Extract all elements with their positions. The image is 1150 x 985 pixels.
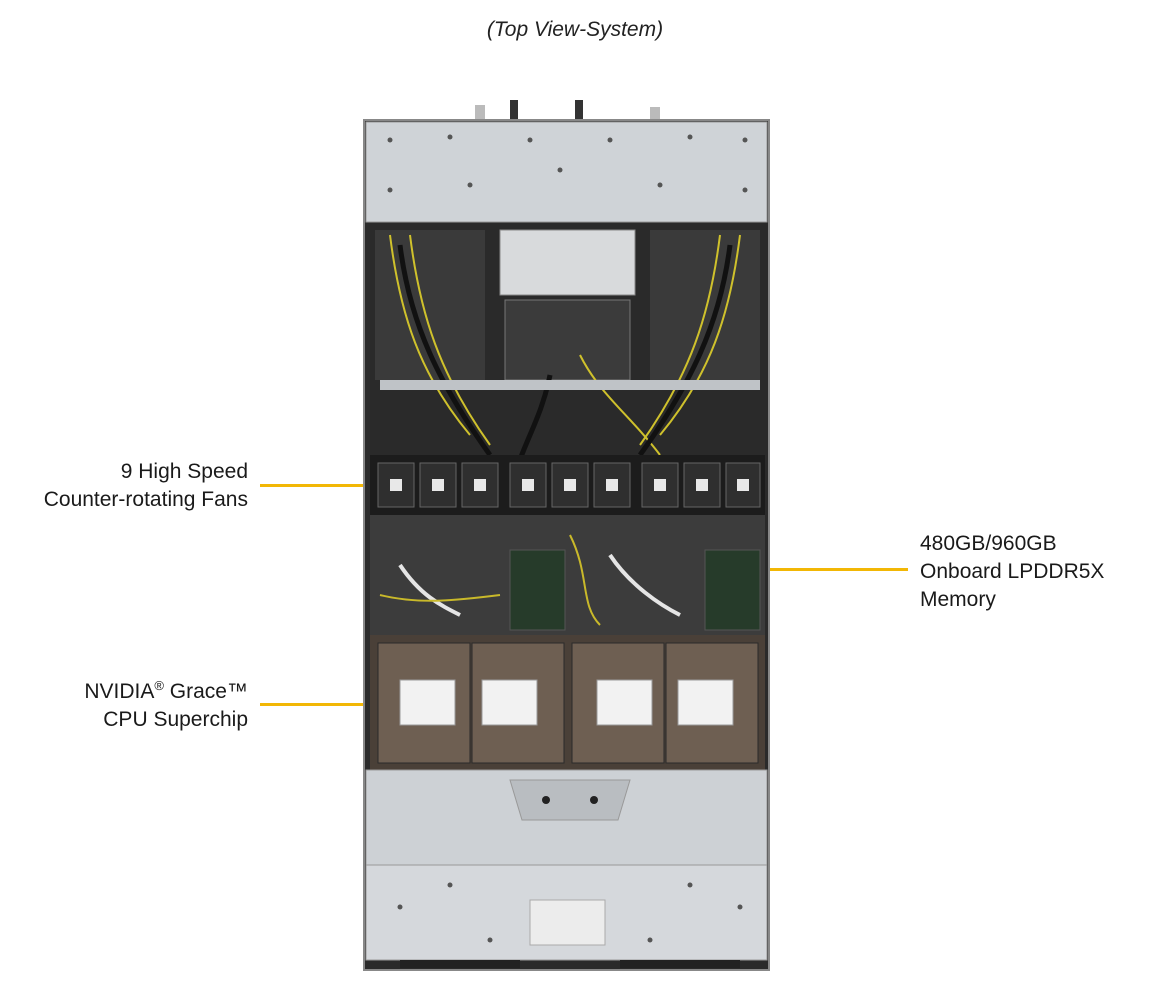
heatsink-stickers — [399, 679, 734, 726]
memory-module-right — [704, 549, 761, 631]
power-supply-modules — [499, 229, 636, 296]
rear-tab-left — [475, 105, 485, 125]
front-screws — [397, 882, 743, 943]
front-cover-latch — [509, 779, 631, 821]
front-port-right — [620, 960, 740, 968]
fans-label-line2: Counter-rotating Fans — [43, 488, 248, 511]
fan — [461, 462, 499, 508]
white-cables — [398, 553, 681, 617]
memory-label-line1: 480GB/960GB — [920, 532, 1057, 555]
cpu-leader-line — [260, 703, 378, 706]
rear-tab-right — [650, 107, 660, 125]
memory-module-left — [509, 549, 566, 631]
rear-post-left — [510, 100, 518, 128]
power-distribution-board — [504, 299, 631, 381]
front-port-left — [400, 960, 520, 968]
memory-label: 480GB/960GB Onboard LPDDR5X Memory — [920, 530, 1145, 614]
fans — [377, 462, 761, 508]
memory-leader-line — [768, 568, 908, 571]
fans-leader-line — [260, 484, 388, 487]
diagram-caption: (Top View-System) — [486, 18, 664, 41]
fans-label-line1: 9 High Speed — [120, 460, 248, 483]
server-chassis-top-view — [363, 100, 770, 971]
rear-cover-plate — [365, 121, 768, 223]
fans-label: 9 High Speed Counter-rotating Fans — [0, 458, 248, 514]
cpu-label: NVIDIA® Grace™ CPU Superchip — [0, 678, 248, 734]
memory-label-line3: Memory — [920, 588, 996, 611]
motherboard-area — [370, 515, 765, 635]
cover-screws — [387, 134, 748, 193]
cpu-label-reg: ® — [154, 678, 164, 693]
latch-screw-right — [590, 796, 598, 804]
cable-bay-right — [650, 230, 760, 380]
memory-label-line2: Onboard LPDDR5X — [920, 560, 1105, 583]
fan-arrow-labels — [390, 479, 749, 491]
cross-bar — [380, 380, 760, 390]
cpu-label-line1: NVIDIA® Grace™ — [0, 678, 248, 706]
fan — [683, 462, 721, 508]
cpu-label-product: Grace™ — [163, 680, 248, 703]
board-power-cables — [379, 534, 601, 626]
latch-screw-left — [542, 796, 550, 804]
service-label — [529, 899, 606, 946]
rear-post-right — [575, 100, 583, 128]
cpu-label-brand: NVIDIA — [84, 680, 155, 703]
cpu-label-line2: CPU Superchip — [103, 708, 248, 731]
